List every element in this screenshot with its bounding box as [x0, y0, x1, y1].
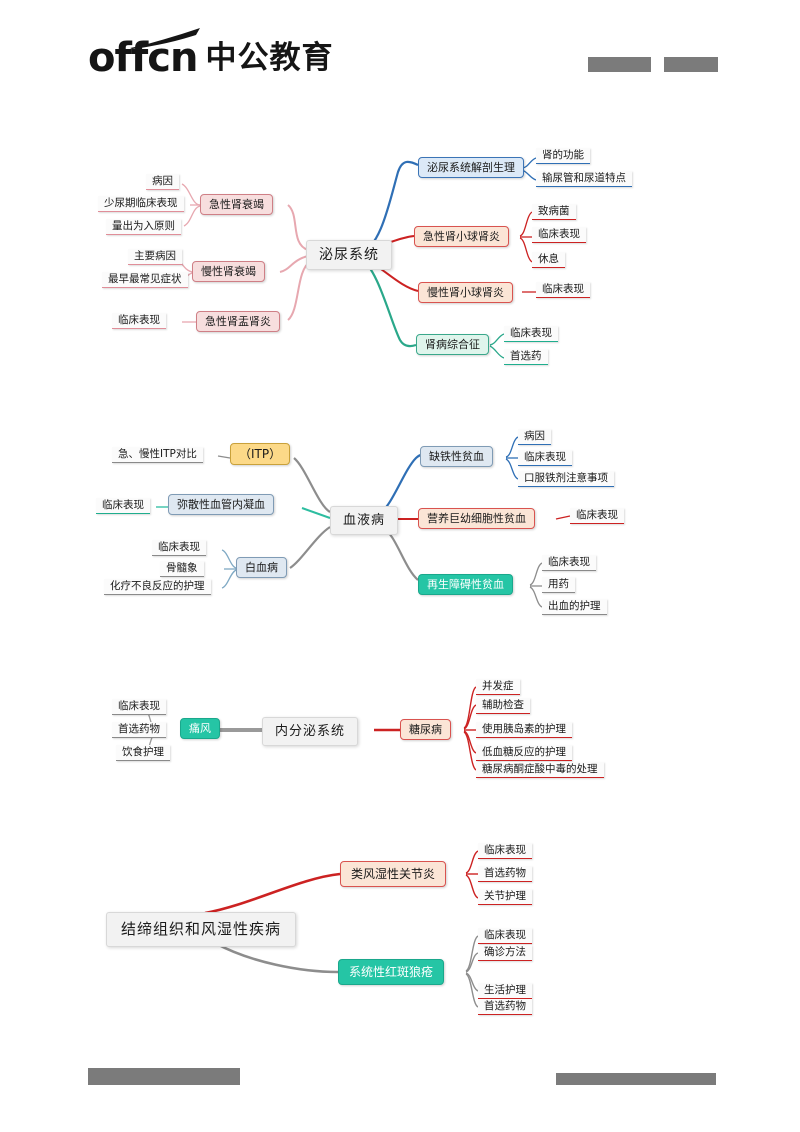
urinary-leaf-agn-pathogen[interactable]: 致病菌 [532, 204, 576, 220]
endocrine-leaf-dm-complications[interactable]: 并发症 [476, 679, 520, 695]
urinary-leaf-ap-manifestation[interactable]: 临床表现 [112, 313, 166, 329]
rheumatic-leaf-ra-manifestation[interactable]: 临床表现 [478, 843, 532, 859]
blood-leaf-itp-comparison[interactable]: 急、慢性ITP对比 [112, 447, 203, 463]
rheumatic-leaf-ra-first-line-drug[interactable]: 首选药物 [478, 866, 532, 882]
blood-node-megaloblastic-anemia[interactable]: 营养巨幼细胞性贫血 [418, 508, 535, 529]
blood-leaf-leukemia-chemo-care[interactable]: 化疗不良反应的护理 [104, 579, 211, 595]
urinary-leaf-ureter-urethra[interactable]: 输尿管和尿道特点 [536, 171, 632, 187]
endocrine-leaf-dm-insulin-care[interactable]: 使用胰岛素的护理 [476, 722, 572, 738]
urinary-leaf-crf-main-cause[interactable]: 主要病因 [128, 249, 182, 265]
blood-leaf-leukemia-manifestation[interactable]: 临床表现 [152, 540, 206, 556]
mindmap-blood: 血液病 （ITP） 急、慢性ITP对比 弥散性血管内凝血 临床表现 白血病 临床… [96, 429, 624, 615]
blood-node-itp[interactable]: （ITP） [230, 443, 291, 465]
urinary-leaf-arf-intake-principle[interactable]: 量出为入原则 [106, 219, 181, 235]
footer-redacted-block-2 [556, 1073, 716, 1085]
rheumatic-node-rheumatoid-arthritis[interactable]: 类风湿性关节炎 [340, 861, 447, 887]
urinary-leaf-ns-drug[interactable]: 首选药 [504, 349, 548, 365]
rheumatic-leaf-sle-diagnosis-method[interactable]: 确诊方法 [478, 945, 532, 961]
urinary-node-chronic-glomerulonephritis[interactable]: 慢性肾小球肾炎 [418, 282, 513, 303]
urinary-leaf-ns-manifestation[interactable]: 临床表现 [504, 326, 558, 342]
endocrine-leaf-dm-auxiliary-exam[interactable]: 辅助检查 [476, 698, 530, 714]
rheumatic-leaf-sle-manifestation[interactable]: 临床表现 [478, 928, 532, 944]
endocrine-node-gout[interactable]: 痛风 [180, 718, 220, 739]
urinary-leaf-kidney-function[interactable]: 肾的功能 [536, 148, 590, 164]
header-redacted-block-2 [664, 57, 718, 72]
rheumatic-leaf-sle-first-line-drug[interactable]: 首选药物 [478, 999, 532, 1015]
urinary-leaf-agn-manifestation[interactable]: 临床表现 [532, 227, 586, 243]
blood-leaf-aa-medication[interactable]: 用药 [542, 577, 575, 593]
blood-leaf-leukemia-marrow[interactable]: 骨髓象 [160, 561, 204, 577]
logo-wordmark: offcn [88, 28, 200, 81]
blood-leaf-ida-manifestation[interactable]: 临床表现 [518, 450, 572, 466]
brand-logo: offcn 中公教育 [88, 28, 334, 81]
endocrine-node-diabetes[interactable]: 糖尿病 [400, 719, 451, 740]
mindmap-endocrine: 内分泌系统 痛风 临床表现 首选药物 饮食护理 糖尿病 并发症 辅助检查 使用胰… [112, 679, 604, 778]
urinary-node-acute-glomerulonephritis[interactable]: 急性肾小球肾炎 [414, 226, 509, 247]
urinary-node-nephrotic-syndrome[interactable]: 肾病综合征 [416, 334, 489, 355]
mindmap-rheumatic: 结缔组织和风湿性疾病 类风湿性关节炎 临床表现 首选药物 关节护理 系统性红斑狼… [106, 843, 532, 1015]
endocrine-leaf-gout-diet-care[interactable]: 饮食护理 [116, 745, 170, 761]
urinary-leaf-crf-earliest-symptom[interactable]: 最早最常见症状 [102, 272, 188, 288]
urinary-node-acute-renal-failure[interactable]: 急性肾衰竭 [200, 194, 273, 215]
blood-leaf-dic-manifestation[interactable]: 临床表现 [96, 498, 150, 514]
urinary-node-chronic-renal-failure[interactable]: 慢性肾衰竭 [192, 261, 265, 282]
logo-chinese-text: 中公教育 [205, 39, 334, 76]
blood-leaf-aa-manifestation[interactable]: 临床表现 [542, 555, 596, 571]
endocrine-leaf-gout-first-line-drug[interactable]: 首选药物 [112, 722, 166, 738]
urinary-node-acute-pyelonephritis[interactable]: 急性肾盂肾炎 [196, 311, 280, 332]
blood-node-aplastic-anemia[interactable]: 再生障碍性贫血 [418, 574, 513, 595]
blood-leaf-ma-manifestation[interactable]: 临床表现 [570, 508, 624, 524]
blood-node-dic[interactable]: 弥散性血管内凝血 [168, 494, 274, 515]
endocrine-leaf-dm-hypoglycemia-care[interactable]: 低血糖反应的护理 [476, 745, 572, 761]
endocrine-leaf-gout-manifestation[interactable]: 临床表现 [112, 699, 166, 715]
urinary-leaf-arf-oliguria[interactable]: 少尿期临床表现 [98, 196, 184, 212]
urinary-leaf-agn-rest[interactable]: 休息 [532, 252, 565, 268]
rheumatic-leaf-ra-joint-care[interactable]: 关节护理 [478, 889, 532, 905]
blood-node-leukemia[interactable]: 白血病 [236, 557, 287, 578]
urinary-node-anatomy[interactable]: 泌尿系统解剖生理 [418, 157, 524, 178]
blood-leaf-ida-cause[interactable]: 病因 [518, 429, 551, 445]
logo-wordmark-text: offcn [88, 35, 198, 81]
endocrine-root-node[interactable]: 内分泌系统 [262, 717, 359, 746]
footer-redacted-block-1 [88, 1068, 240, 1085]
logo-swoosh-icon [130, 28, 200, 49]
rheumatic-leaf-sle-life-care[interactable]: 生活护理 [478, 983, 532, 999]
urinary-leaf-arf-cause[interactable]: 病因 [146, 174, 179, 190]
rheumatic-root-node[interactable]: 结缔组织和风湿性疾病 [106, 912, 297, 947]
urinary-leaf-cgn-manifestation[interactable]: 临床表现 [536, 282, 590, 298]
blood-leaf-aa-bleeding-care[interactable]: 出血的护理 [542, 599, 607, 615]
endocrine-leaf-dm-ketoacidosis-handling[interactable]: 糖尿病酮症酸中毒的处理 [476, 762, 604, 778]
blood-node-iron-deficiency-anemia[interactable]: 缺铁性贫血 [420, 446, 493, 467]
urinary-root-node[interactable]: 泌尿系统 [306, 240, 392, 270]
header-redacted-block-1 [588, 57, 651, 72]
rheumatic-node-sle[interactable]: 系统性红斑狼疮 [338, 959, 445, 985]
blood-leaf-ida-oral-iron-notes[interactable]: 口服铁剂注意事项 [518, 471, 614, 487]
blood-root-node[interactable]: 血液病 [330, 506, 399, 535]
